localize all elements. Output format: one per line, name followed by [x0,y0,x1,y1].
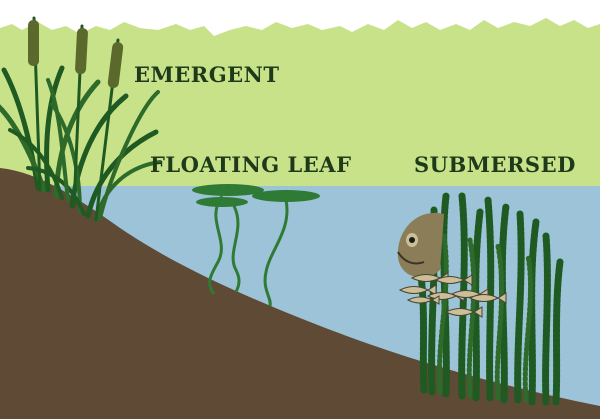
label-floating-leaf: FLOATING LEAF [150,152,351,177]
reed-blade [98,90,160,220]
reed-blade [26,166,86,216]
tree-line-background [0,18,600,186]
lily-pad [196,197,248,207]
lily-stem [208,195,224,295]
submersed-plants [416,192,564,406]
submersed-stem [466,237,477,399]
floating-leaf-plants [192,184,320,307]
lily-pad [192,184,264,196]
label-emergent: EMERGENT [134,62,279,87]
submersed-stem [494,243,505,401]
submersed-stem [472,208,484,402]
cattail-head [107,42,124,88]
label-submersed: SUBMERSED [414,152,576,177]
submersed-stem [436,233,449,395]
lily-stem [263,199,289,307]
submersed-stem [552,258,564,406]
bass-fish [397,212,444,279]
emergent-plants [0,16,162,222]
submersed-stem [416,264,428,394]
lily-stem [231,205,241,293]
fish-group [397,212,507,318]
small-fish [398,272,507,318]
submersed-stem [514,210,525,404]
cattail-head [28,20,39,66]
submersed-stem [522,253,534,403]
lily-pad [252,190,320,202]
cattail-head [75,28,88,75]
reed-blade [46,78,70,202]
reed-blade [85,129,159,219]
submersed-stem [542,232,551,406]
soil-bank [0,168,600,419]
reed-blade [94,160,162,222]
